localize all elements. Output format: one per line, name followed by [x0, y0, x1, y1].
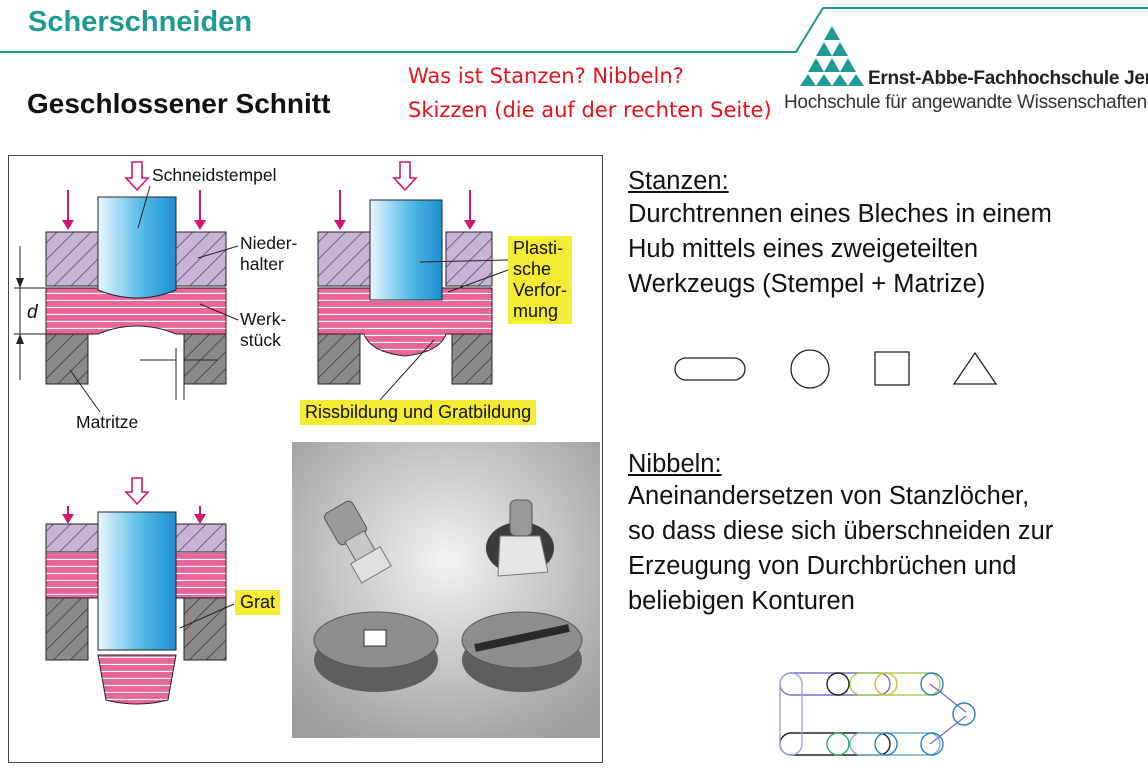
red-note-sketches: Skizzen (die auf der rechten Seite)	[408, 98, 772, 122]
label-werkstueck: Werk- stück	[240, 309, 287, 350]
label-grat: Grat	[235, 590, 281, 615]
nibbling-contour-diagram	[779, 672, 976, 756]
shearing-diagrams: d	[14, 161, 600, 738]
header-rule	[0, 7, 1148, 53]
thickness-label-d: d	[27, 302, 39, 323]
stanzen-line-3: Werkzeugs (Stempel + Matrize)	[628, 270, 986, 298]
stanzen-line-2: Hub mittels eines zweigeteilten	[628, 235, 979, 263]
diagram-burr-formation	[45, 477, 235, 705]
slide-title: Scherschneiden	[28, 6, 253, 38]
nibbeln-heading: Nibbeln:	[628, 450, 722, 478]
label-matritze: Matritze	[76, 412, 139, 432]
logo-subtitle: Hochschule für angewandte Wissenschaften	[784, 92, 1147, 113]
red-note-question: Was ist Stanzen? Nibbeln?	[408, 64, 684, 88]
nibbeln-line-2: so dass diese sich überschneiden zur	[628, 517, 1054, 545]
circle-icon	[790, 349, 830, 389]
nibbeln-line-1: Aneinandersetzen von Stanzlöcher,	[628, 482, 1030, 510]
diagram-plastic-deformation	[317, 161, 509, 401]
triangle-icon	[952, 351, 998, 385]
nibbeln-line-4: beliebigen Konturen	[628, 587, 855, 615]
diagram-initial-state	[14, 161, 239, 413]
slot-icon	[674, 357, 746, 381]
nibbeln-line-3: Erzeugung von Durchbrüchen und	[628, 552, 1017, 580]
stanzen-line-1: Durchtrennen eines Bleches in einem	[628, 200, 1052, 228]
stanzen-heading: Stanzen:	[628, 167, 729, 195]
label-rissbildung: Rissbildung und Gratbildung	[300, 400, 537, 425]
label-schneidstempel: Schneidstempel	[152, 165, 277, 185]
logo-name: Ernst-Abbe-Fachhochschule Jena	[868, 68, 1148, 89]
label-niederhalter: Nieder- halter	[240, 233, 298, 274]
fh-jena-logo-icon	[800, 26, 864, 86]
punch-shapes	[674, 349, 998, 389]
square-icon	[874, 351, 910, 386]
slide-subtitle: Geschlossener Schnitt	[27, 88, 331, 119]
label-plastische-verformung: Plasti- sche Verfor- mung	[508, 236, 573, 324]
punch-die-photo	[292, 442, 600, 738]
